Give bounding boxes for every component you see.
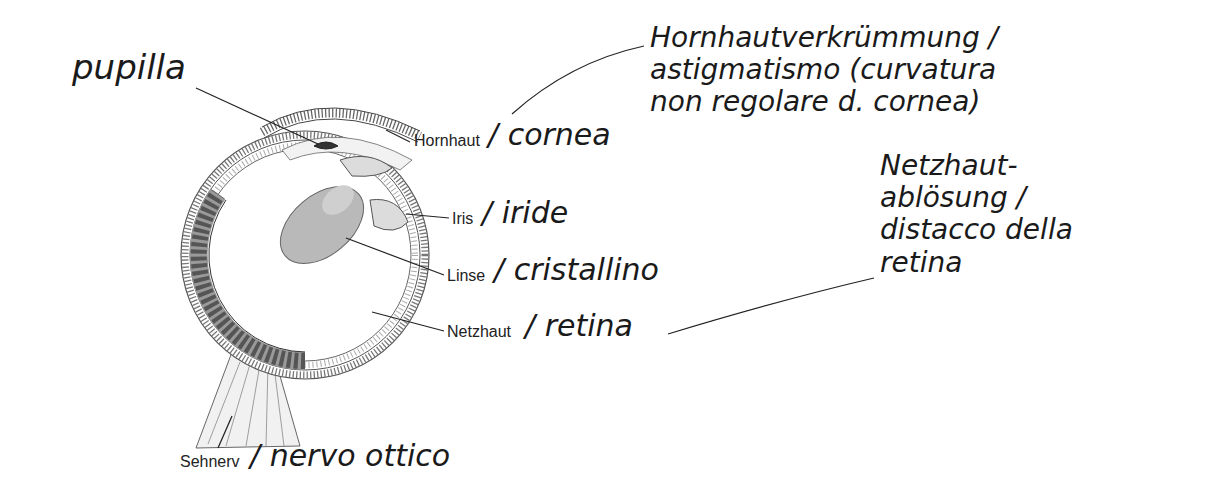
note: Netzhaut- ablösung / distacco della reti…: [880, 150, 1110, 279]
part-label: / nervo ottico: [250, 439, 450, 474]
leader-line: [386, 130, 410, 142]
part-label: Linse: [447, 267, 485, 285]
part-label: Sehnerv: [180, 453, 240, 471]
part-label: / retina: [525, 309, 633, 344]
part-label: / cristallino: [494, 253, 659, 288]
leader-line: [512, 46, 644, 114]
part-label: Iris: [452, 210, 473, 228]
part-label: Hornhaut: [414, 132, 480, 150]
leader-line: [372, 312, 444, 331]
pupil: [314, 142, 338, 149]
leader-line: [406, 214, 449, 218]
part-label: / iride: [482, 196, 568, 231]
leader-line: [218, 416, 232, 448]
lens: [266, 171, 378, 279]
part-label: pupilla: [72, 48, 186, 87]
leader-line: [196, 88, 318, 144]
leader-line: [346, 238, 444, 275]
leader-line: [668, 278, 874, 334]
note: Hornhautverkrümmung / astigmatismo (curv…: [650, 22, 1030, 119]
part-label: Netzhaut: [447, 323, 511, 341]
part-label: / cornea: [488, 118, 611, 153]
